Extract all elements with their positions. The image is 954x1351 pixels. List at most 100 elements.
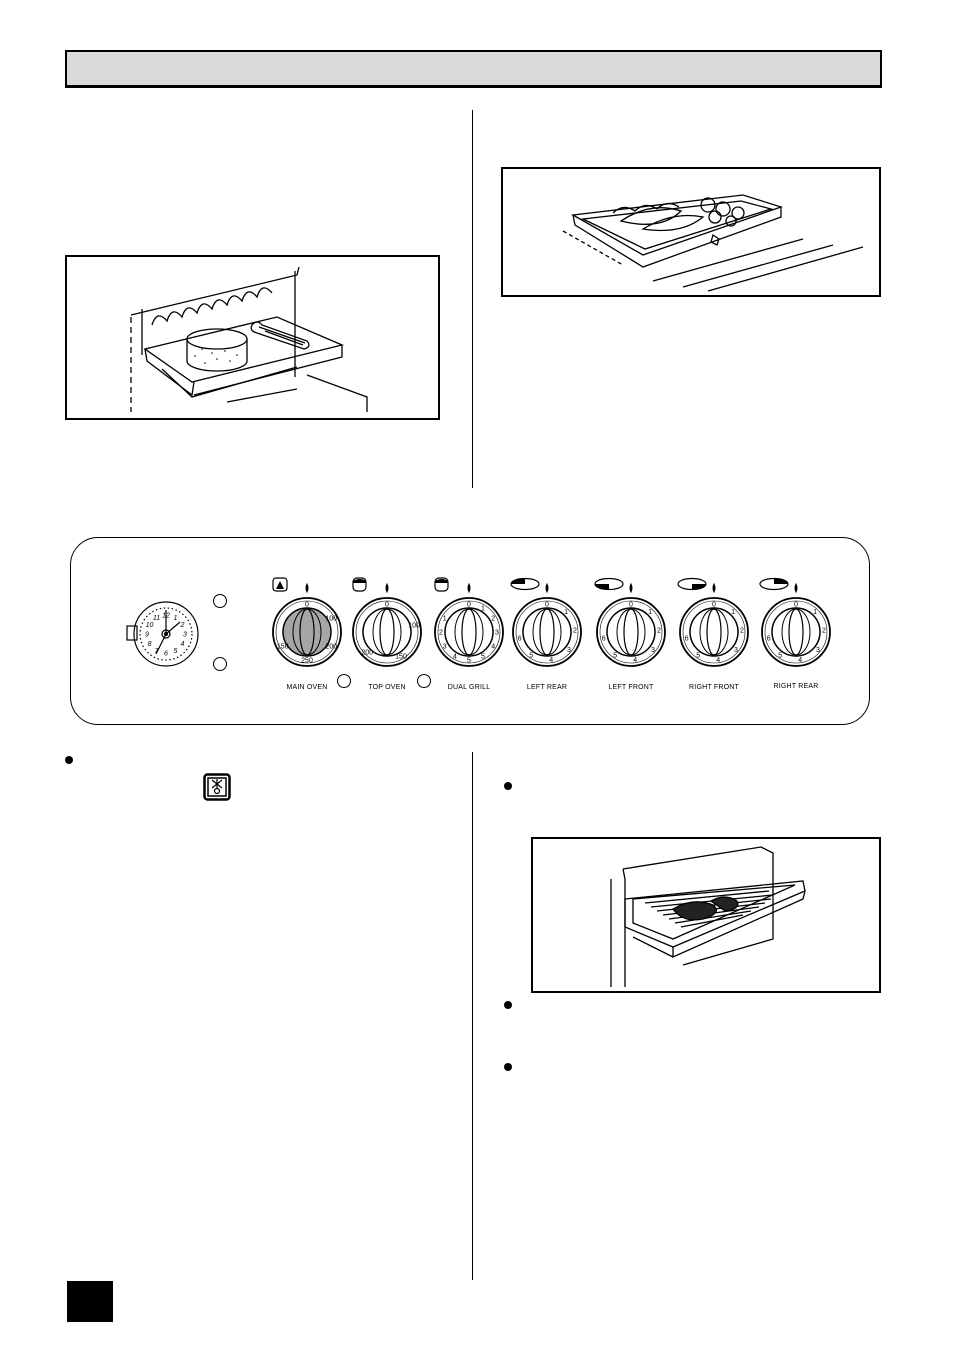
clock-number: 12 [162,613,170,620]
clock-number: 10 [146,622,154,629]
knob-scale-label: 4 [453,654,457,661]
knob-grip [532,608,562,656]
cake-shelf-illustration [130,266,368,412]
knob-label-right-rear: RIGHT REAR [773,683,819,690]
knob-scale-label: 200 [325,644,337,651]
page-number-block [67,1281,113,1322]
knob-symbol-icon [510,577,540,591]
clock-number: 7 [155,648,160,655]
knob-grip [454,608,484,656]
knob-scale-label: 100 [408,622,420,629]
clock-number: 2 [180,622,185,629]
pointer-mark [712,582,716,594]
knob-scale-label: 0 [467,602,471,609]
knob-scale-label: 4 [716,657,720,664]
pointer-mark [385,582,389,594]
knob-scale-label: 4 [549,657,553,664]
knob-inner-ring [275,600,339,664]
knob-label-right-front: RIGHT FRONT [689,684,739,691]
knob-scale-label: 2 [740,627,744,634]
pointer-mark [305,582,309,594]
knob-scale-label: 5 [778,653,782,660]
bullet-point [504,1063,512,1071]
knob-scale-label: 0 [629,602,633,609]
knob-label-dual-grill: DUAL GRILL [447,684,491,691]
knob-scale-label: 6 [602,636,606,643]
knob-inner-ring [437,600,501,664]
indicator-light-3 [337,674,351,688]
clock-number: 11 [153,615,160,622]
knob-inner-ring [764,600,828,664]
grill-in-oven-illustration [610,846,806,987]
knob-right-rear[interactable]: 0 1 2 3 4 5 6 [761,582,831,667]
knob-scale-label: 1 [481,605,485,612]
knob-scale-label: 1 [648,609,652,616]
knob-scale-label: 6 [685,636,689,643]
knob-symbol-icon [594,577,624,591]
knob-scale-label: 4 [633,657,637,664]
knob-scale-label: 2 [573,627,577,634]
oven-function-symbol-icon [203,773,231,801]
knob-scale-label: 150 [395,654,407,661]
knob-symbol-icon [434,577,449,592]
knob-grip [616,608,646,656]
clock-number: 8 [148,641,152,648]
knob-inner-ring [682,600,746,664]
knob-scale-label: 1 [443,616,447,623]
knob-scale-label: 1 [731,609,735,616]
knob-scale-label: 5 [481,654,485,661]
knob-symbol-icon [759,577,789,591]
knob-scale-label: 4 [798,657,802,664]
knob-scale-label: 0 [385,602,389,609]
knob-inner-ring [355,600,419,664]
pointer-mark [545,582,549,594]
knob-scale-label: 2 [822,627,826,634]
figure-cake-on-shelf [65,255,440,420]
knob-scale-label: 3 [816,647,820,654]
knob-scale-label: 2 [657,627,661,634]
section-header-bar [65,50,882,88]
knob-scale-label: 2 [491,616,495,623]
knob-scale-label: 3 [651,647,655,654]
knob-scale-label: 3 [734,647,738,654]
knob-label-left-front: LEFT FRONT [608,684,654,691]
knob-scale-label: 150 [277,644,289,651]
knob-scale-label: 1 [813,609,817,616]
knob-scale-label: 100 [325,616,337,623]
column-divider-top [472,110,473,488]
clock-number: 3 [183,632,187,639]
knob-scale-label: 3 [567,647,571,654]
knob-main-oven[interactable]: 0 100 200 250 150 [272,582,342,667]
knob-grip [372,608,402,656]
knob-scale-label: 3 [443,644,447,651]
knob-scale-label: 0 [305,602,309,609]
bullet-point [504,782,512,790]
knob-symbol-icon [272,577,288,592]
knob-scale-label: 250 [301,658,313,665]
pointer-mark [629,582,633,594]
knob-scale-label: 6 [518,636,522,643]
knob-scale-label: 3 [495,630,499,637]
knob-body [282,607,332,657]
bullet-point [504,1001,512,1009]
knob-symbol-icon [352,577,367,592]
knob-inner-ring [515,600,579,664]
knob-label-left-rear: LEFT REAR [526,684,568,691]
knob-label-main-oven: MAIN OVEN [286,684,328,691]
knob-scale-label: 0 [794,602,798,609]
column-divider-bottom [472,752,473,1280]
knob-scale-label: 6 [767,636,771,643]
knob-scale-label: 0 [712,602,716,609]
knob-body [444,607,494,657]
figure-grill-pan [501,167,881,297]
knob-scale-label: 0 [545,602,549,609]
knob-grip [699,608,729,656]
indicator-light-4 [417,674,431,688]
pointer-mark [467,582,471,594]
